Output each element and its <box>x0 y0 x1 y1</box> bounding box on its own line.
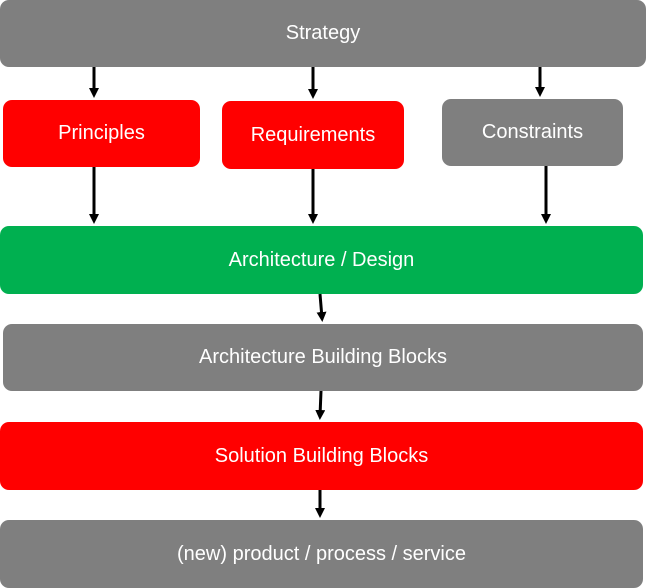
product-label: (new) product / process / service <box>177 542 466 565</box>
product-box: (new) product / process / service <box>0 520 643 588</box>
solution-building-blocks-label: Solution Building Blocks <box>214 444 429 467</box>
arrow-abb-to-sbb <box>315 390 326 420</box>
principles-box: Principles <box>3 100 200 167</box>
requirements-box: Requirements <box>222 101 404 169</box>
constraints-box: Constraints <box>442 99 623 166</box>
constraints-label: Constraints <box>481 121 584 143</box>
principles-label: Principles <box>58 122 145 144</box>
strategy-box: Strategy <box>0 0 646 67</box>
architecture-building-blocks-box: Architecture Building Blocks <box>3 324 643 391</box>
architecture-design-box: Architecture / Design <box>0 226 643 294</box>
arrow-architecture-to-abb <box>316 293 327 322</box>
strategy-label: Strategy <box>285 22 361 44</box>
architecture-building-blocks-label: Architecture Building Blocks <box>199 346 447 368</box>
solution-building-blocks-box: Solution Building Blocks <box>0 422 643 490</box>
requirements-label: Requirements <box>250 123 376 146</box>
architecture-design-label: Architecture / Design <box>228 248 415 271</box>
